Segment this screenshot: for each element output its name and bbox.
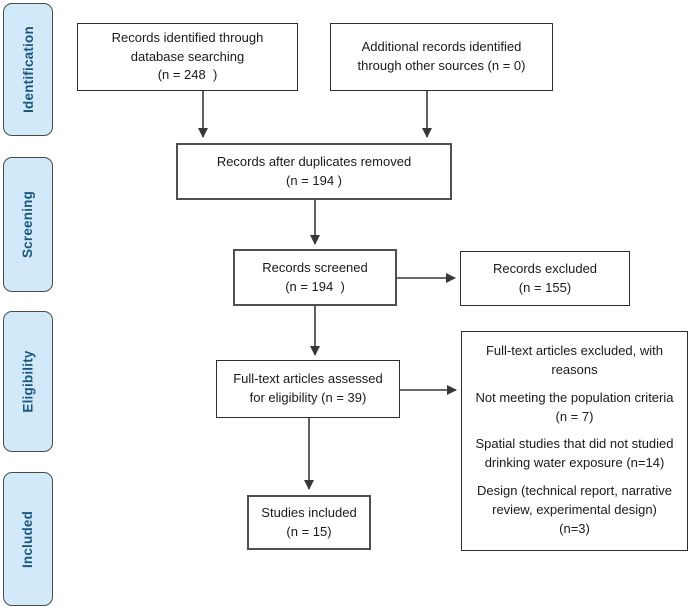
reason-count: (n=3) <box>559 520 590 536</box>
box-fulltext-assessed-line: Full-text articles assessed <box>233 371 383 387</box>
box-studies-included-count: (n = 15) <box>286 523 332 539</box>
box-additional-records-line: Additional records identified <box>361 39 522 55</box>
box-records-screened-count: (n = 194 ) <box>285 278 345 294</box>
box-fulltext-excluded-reasons: Full-text articles excluded, with reason… <box>461 331 688 551</box>
stage-eligibility: Eligibility <box>3 311 53 452</box>
box-additional-records: Additional records identified through ot… <box>330 23 553 91</box>
box-duplicates-removed-line: Records after duplicates removed <box>216 153 412 169</box>
reason-heading-line: Full-text articles excluded, with <box>485 343 663 358</box>
box-studies-included: Studies included (n = 15) <box>247 495 371 550</box>
reason-spatial-studies: Spatial studies that did not studied dri… <box>475 435 673 473</box>
stage-eligibility-label: Eligibility <box>20 350 36 413</box>
reason-count: (n = 7) <box>555 408 594 424</box>
box-records-excluded-line: Records excluded <box>492 260 598 276</box>
box-records-excluded-count: (n = 155) <box>518 279 572 295</box>
box-studies-included-line: Studies included <box>261 504 357 520</box>
stage-included-label: Included <box>20 510 36 568</box>
stage-screening: Screening <box>3 157 53 292</box>
reason-line: Not meeting the population criteria <box>475 389 674 405</box>
box-records-identified-line: database searching <box>130 48 245 64</box>
box-duplicates-removed: Records after duplicates removed (n = 19… <box>176 143 452 200</box>
box-records-identified-line: Records identified through <box>111 29 264 45</box>
box-additional-records-line: through other sources (n = 0) <box>357 58 526 73</box>
reason-heading-line: reasons <box>551 361 598 377</box>
box-records-screened-line: Records screened <box>262 259 368 275</box>
box-records-identified-count: (n = 248 ) <box>157 67 218 83</box>
reason-line: review, experimental design) <box>492 501 657 517</box>
box-records-screened: Records screened (n = 194 ) <box>233 249 397 306</box>
box-records-excluded: Records excluded (n = 155) <box>460 251 630 306</box>
box-records-identified: Records identified through database sear… <box>77 23 298 91</box>
reason-line: drinking water exposure (n=14) <box>484 455 665 471</box>
stage-included: Included <box>3 472 53 606</box>
stage-identification-label: Identification <box>20 26 36 113</box>
reason-line: Spatial studies that did not studied <box>475 436 674 452</box>
box-duplicates-removed-count: (n = 194 ) <box>285 172 342 188</box>
stage-screening-label: Screening <box>20 190 36 259</box>
reason-population-criteria: Not meeting the population criteria (n =… <box>475 389 673 427</box>
stage-identification: Identification <box>3 3 53 136</box>
reason-heading: Full-text articles excluded, with reason… <box>486 342 663 380</box>
reason-design: Design (technical report, narrative revi… <box>477 482 672 539</box>
reason-line: Design (technical report, narrative <box>476 483 673 499</box>
box-fulltext-assessed-line: for eligibility (n = 39) <box>249 390 367 405</box>
box-fulltext-assessed: Full-text articles assessed for eligibil… <box>216 360 400 418</box>
